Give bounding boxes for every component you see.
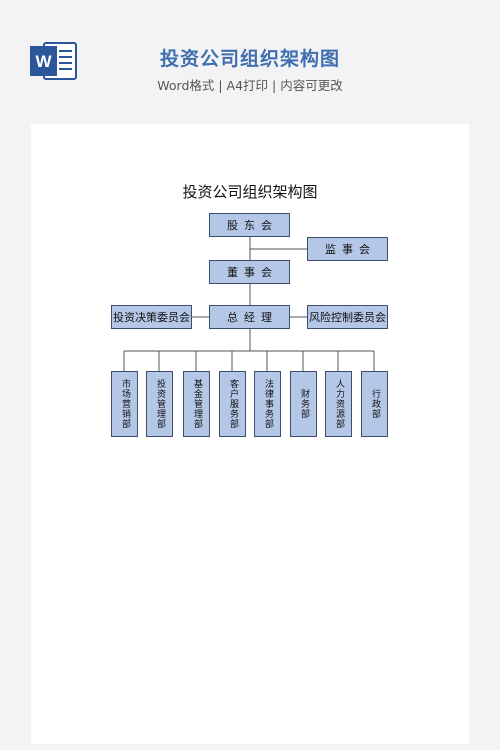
org-node-board: 董事会 — [209, 260, 290, 284]
org-node-supervisors: 监事会 — [307, 237, 388, 261]
page-title: 投资公司组织架构图 — [159, 48, 340, 70]
org-node-department: 市场营销部 — [111, 371, 138, 437]
document-page: 投资公司组织架构图 股东会 监事会 董事会 投资决策委员会 总经理 风险控制委员… — [31, 124, 469, 744]
org-node-department: 财务部 — [290, 371, 317, 437]
org-node-department: 基金管理部 — [183, 371, 210, 437]
org-node-department: 客户服务部 — [219, 371, 246, 437]
org-node-department: 法律事务部 — [254, 371, 281, 437]
org-node-investment-committee: 投资决策委员会 — [111, 305, 192, 329]
svg-text:W: W — [35, 52, 52, 71]
org-node-department: 人力资源部 — [325, 371, 352, 437]
org-node-department: 行政部 — [361, 371, 388, 437]
word-document-icon: W — [30, 40, 78, 82]
document-title: 投资公司组织架构图 — [182, 183, 318, 201]
page-subtitle: Word格式 | A4打印 | 内容可更改 — [157, 78, 343, 93]
org-node-general-manager: 总经理 — [209, 305, 290, 329]
org-chart-connectors — [123, 237, 375, 371]
org-node-risk-committee: 风险控制委员会 — [307, 305, 388, 329]
org-node-department: 投资管理部 — [146, 371, 173, 437]
org-node-shareholders: 股东会 — [209, 213, 290, 237]
